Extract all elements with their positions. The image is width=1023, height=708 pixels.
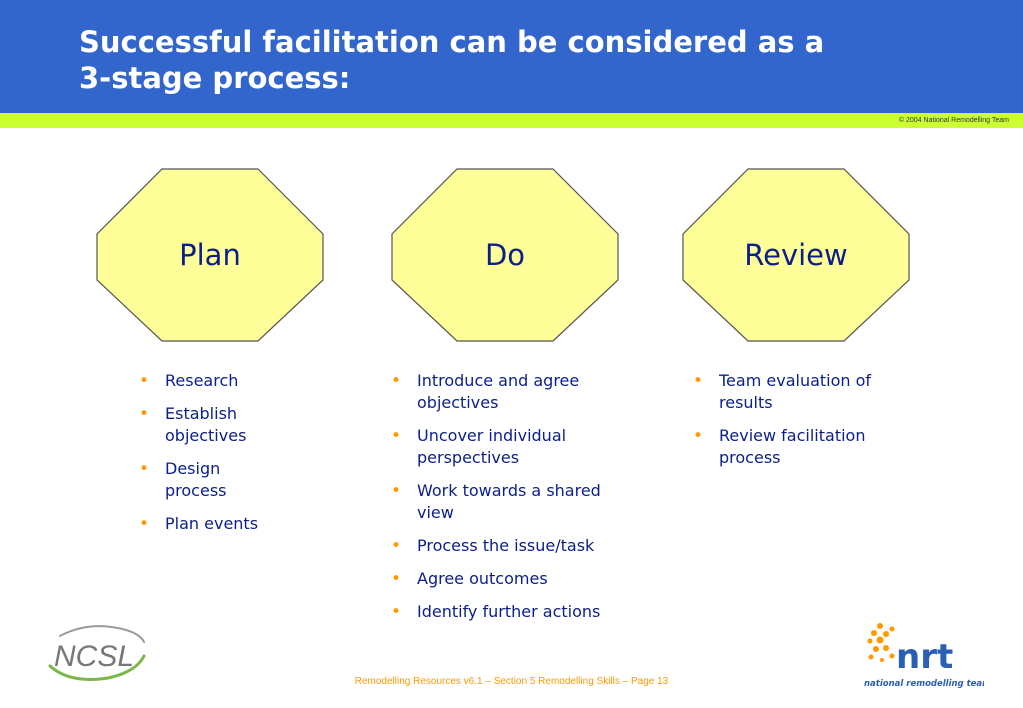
svg-text:NCSL: NCSL (54, 640, 134, 673)
list-item: Research (137, 370, 277, 392)
svg-text:nrt: nrt (896, 637, 953, 677)
list-item: Identify further actions (389, 601, 639, 623)
slide-title-line-1: Successful facilitation can be considere… (79, 25, 825, 59)
list-item: Process the issue/task (389, 535, 639, 557)
copyright-notice: © 2004 National Remodelling Team (898, 117, 1009, 124)
do-label: Do (484, 238, 526, 272)
review-list: Team evaluation of results Review facili… (691, 370, 896, 480)
list-item: Agree outcomes (389, 568, 639, 590)
review-octagon: Review (682, 168, 910, 342)
footer-text: Remodelling Resources v6.1 – Section 5 R… (354, 676, 669, 687)
list-item: Work towards a shared view (389, 480, 639, 524)
list-item: Introduce and agree objectives (389, 370, 639, 414)
do-list: Introduce and agree objectives Uncover i… (389, 370, 639, 634)
do-octagon: Do (391, 168, 619, 342)
svg-text:national remodelling team: national remodelling team (864, 679, 984, 689)
nrt-logo: nrt national remodelling team (862, 620, 991, 690)
title-banner: Successful facilitation can be considere… (0, 0, 1023, 113)
slide-title: Successful facilitation can be considere… (79, 24, 824, 96)
plan-list: Research Establish objectives Design pro… (137, 370, 277, 546)
slide-title-line-2: 3-stage process: (79, 61, 351, 95)
list-item: Uncover individual perspectives (389, 425, 639, 469)
octagon-shape (682, 168, 910, 342)
plan-label: Plan (179, 238, 241, 272)
list-item: Review facilitation process (691, 425, 896, 469)
plan-octagon: Plan (96, 168, 324, 342)
nrt-logo-icon: nrt national remodelling team (864, 623, 991, 689)
octagon-shape (96, 168, 324, 342)
ncsl-logo-icon: NCSL (48, 625, 146, 681)
list-item: Design process (137, 458, 277, 502)
review-label: Review (744, 238, 848, 272)
octagon-shape (391, 168, 619, 342)
list-item: Establish objectives (137, 403, 277, 447)
accent-bar (0, 113, 1023, 128)
ncsl-logo: NCSL (40, 622, 148, 684)
list-item: Team evaluation of results (691, 370, 896, 414)
list-item: Plan events (137, 513, 277, 535)
